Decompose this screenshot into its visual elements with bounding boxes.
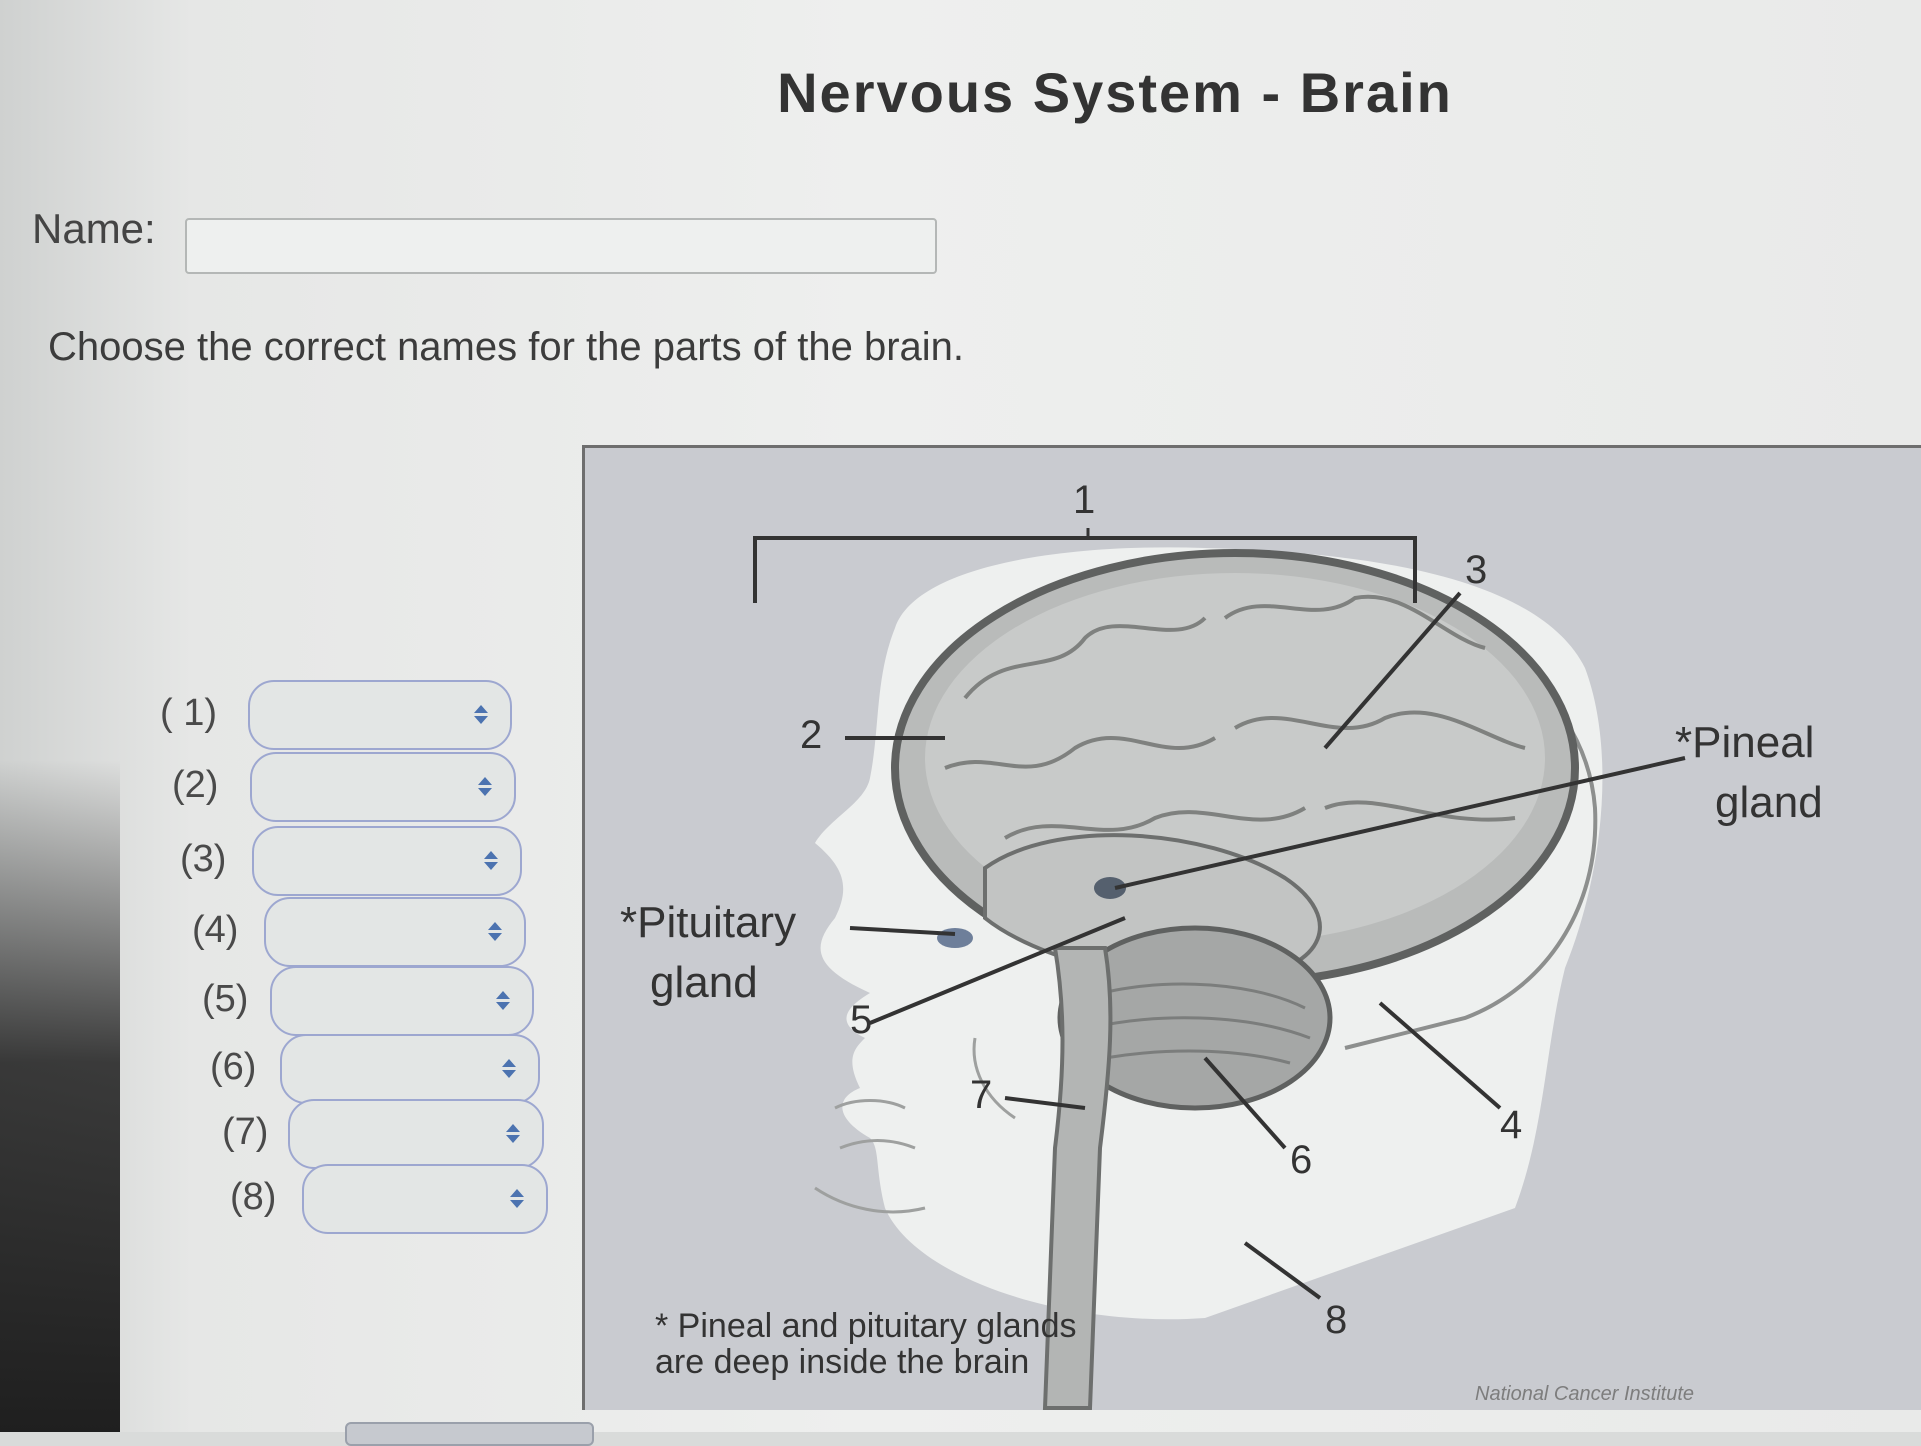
callout-8: 8 xyxy=(1325,1298,1348,1342)
select-updown-icon xyxy=(484,917,506,945)
brain-illustration xyxy=(753,528,1686,1410)
instructions-text: Choose the correct names for the parts o… xyxy=(48,325,965,369)
answer-dropdown[interactable] xyxy=(280,1034,540,1104)
callout-7: 7 xyxy=(970,1073,993,1117)
footnote-line1: * Pineal and pituitary glands xyxy=(655,1307,1077,1345)
select-updown-icon xyxy=(492,986,514,1014)
answer-dropdown[interactable] xyxy=(264,897,526,967)
callout-2: 2 xyxy=(800,713,823,757)
background-edge xyxy=(0,760,120,1432)
callout-1: 1 xyxy=(1073,478,1096,522)
answer-dropdown[interactable] xyxy=(270,966,534,1036)
brain-folds xyxy=(944,594,1526,840)
answer-number: (2) xyxy=(172,764,219,806)
callout-6: 6 xyxy=(1290,1138,1313,1182)
spinal-cord xyxy=(1042,946,1113,1410)
pituitary-label-line1: *Pituitary xyxy=(620,898,797,947)
select-updown-icon xyxy=(474,772,496,800)
image-credit: National Cancer Institute xyxy=(1475,1383,1695,1405)
pineal-label-line2: gland xyxy=(1715,778,1823,827)
answer-number: (3) xyxy=(180,838,227,880)
answer-dropdown[interactable] xyxy=(250,752,516,822)
brain-diagram: 1 2 3 4 5 6 7 8 *Pineal gland *Pituitary… xyxy=(582,445,1921,1410)
callout-3: 3 xyxy=(1465,548,1488,592)
answer-number: (8) xyxy=(230,1176,277,1218)
select-updown-icon xyxy=(498,1054,520,1082)
answer-dropdown[interactable] xyxy=(302,1164,548,1234)
select-updown-icon xyxy=(480,846,502,874)
select-updown-icon xyxy=(502,1119,524,1147)
leader-lines xyxy=(845,591,1686,1300)
pituitary-spot xyxy=(937,928,973,948)
select-updown-icon xyxy=(506,1184,528,1212)
footnote: * Pineal and pituitary glands are deep i… xyxy=(655,1308,1077,1380)
pineal-spot xyxy=(1094,877,1126,899)
answer-dropdown[interactable] xyxy=(252,826,522,896)
callout-4: 4 xyxy=(1500,1103,1523,1147)
answer-number: ( 1) xyxy=(160,692,217,734)
answer-number: (7) xyxy=(222,1111,269,1153)
answer-number: (6) xyxy=(210,1046,257,1088)
name-input[interactable] xyxy=(185,218,937,274)
answer-number: (5) xyxy=(202,978,249,1020)
page-title: Nervous System - Brain xyxy=(777,61,1453,124)
bracket-1 xyxy=(753,536,1417,603)
pituitary-label-line2: gland xyxy=(650,958,758,1007)
answer-dropdown[interactable] xyxy=(288,1099,544,1169)
face-features xyxy=(814,1037,1016,1214)
name-label: Name: xyxy=(32,205,156,252)
pineal-label-line1: *Pineal xyxy=(1675,718,1815,767)
answer-dropdown[interactable] xyxy=(248,680,512,750)
bottom-button[interactable] xyxy=(345,1422,594,1446)
callout-5: 5 xyxy=(850,998,873,1042)
answer-number: (4) xyxy=(192,909,239,951)
footnote-line2: are deep inside the brain xyxy=(655,1343,1030,1381)
select-updown-icon xyxy=(470,700,492,728)
